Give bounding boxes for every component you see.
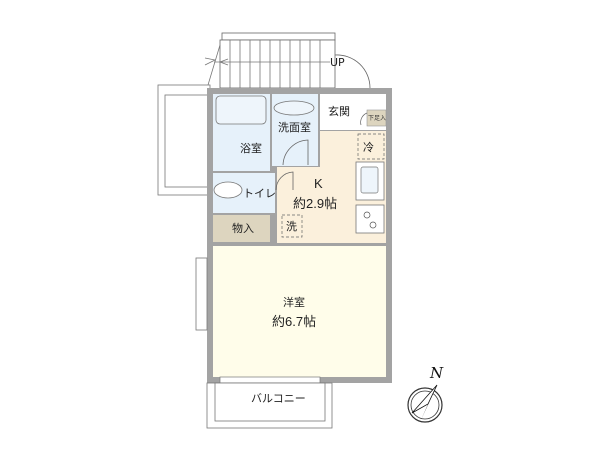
label-storage: 物入 [232, 221, 254, 235]
washer-space [281, 214, 303, 238]
label-balcony: バルコニー [251, 392, 306, 405]
window-south [219, 376, 321, 384]
stairs: UP [204, 32, 371, 89]
stove [355, 204, 385, 234]
label-western-room-size: 約6.7帖 [272, 314, 316, 329]
label-washer: 洗 [286, 220, 297, 233]
entrance-door-swing [334, 54, 371, 89]
label-kitchen: K [314, 176, 323, 191]
storage [213, 215, 270, 242]
label-washroom: 洗面室 [278, 120, 311, 134]
window-west [195, 257, 208, 331]
label-genkan: 玄関 [328, 104, 350, 118]
compass-north-label: N [429, 364, 444, 382]
washbasin [273, 100, 315, 116]
bathtub [215, 95, 267, 125]
toilet-bowl [213, 181, 243, 199]
label-bathroom: 浴室 [240, 141, 262, 155]
label-western-room: 洋室 [283, 295, 305, 309]
stairs-up-label: UP [330, 56, 345, 69]
label-shoe-storage: 下足入 [368, 115, 386, 122]
sink [360, 166, 379, 194]
fridge-space [357, 133, 385, 160]
shoe-storage [366, 109, 387, 127]
label-toilet: トイレ [243, 187, 276, 200]
label-fridge: 冷 [363, 141, 374, 154]
western-room [213, 246, 386, 377]
compass-icon: N [407, 364, 444, 423]
label-kitchen-size: 約2.9帖 [293, 196, 337, 211]
